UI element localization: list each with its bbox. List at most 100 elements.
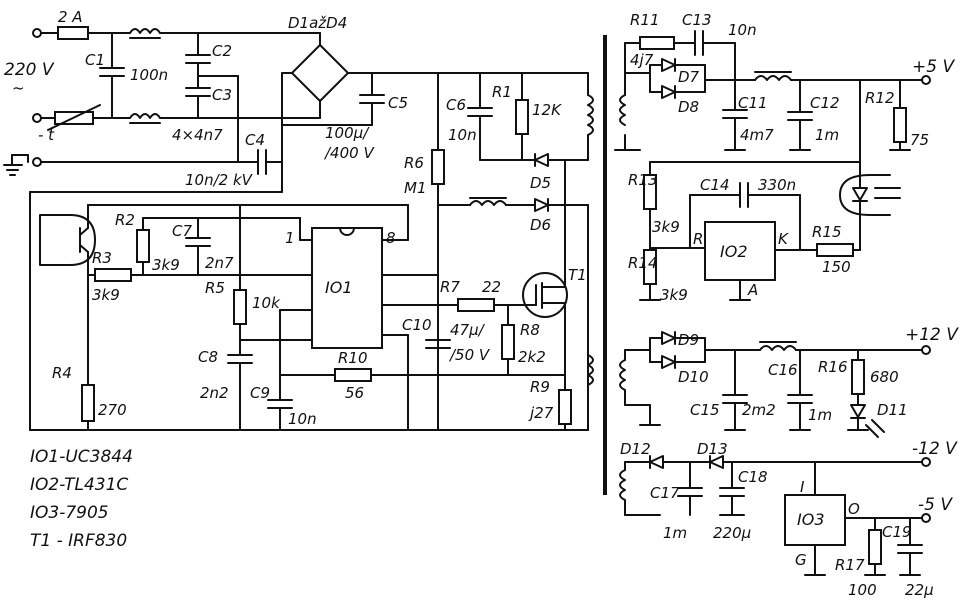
value-r11: 4j7 bbox=[630, 51, 654, 69]
label-c16: C16 bbox=[768, 361, 798, 379]
label-d9: D9 bbox=[678, 331, 699, 349]
label-c14: C14 bbox=[700, 176, 730, 194]
value-r8: 2k2 bbox=[518, 348, 546, 366]
label-c9: C9 bbox=[250, 384, 270, 402]
value-r12: 75 bbox=[910, 131, 929, 149]
output-5v-label: +5 V bbox=[912, 57, 955, 77]
label-r7: R7 bbox=[440, 278, 460, 296]
label-d5: D5 bbox=[530, 174, 551, 192]
label-c17: C17 bbox=[650, 484, 680, 502]
label-c15: C15 bbox=[690, 401, 720, 419]
value-r2: 3k9 bbox=[152, 256, 180, 274]
label-c4: C4 bbox=[245, 131, 265, 149]
label-c19: C19 bbox=[882, 523, 912, 541]
label-c13: C13 bbox=[682, 11, 712, 29]
label-t1: T1 bbox=[568, 266, 587, 284]
ic-io1 bbox=[311, 227, 383, 349]
label-r17: R17 bbox=[835, 556, 865, 574]
value-r6: M1 bbox=[404, 179, 427, 197]
value-c2c3: 4×4n7 bbox=[172, 126, 223, 144]
label-c3: C3 bbox=[212, 86, 232, 104]
value-c4: 10n/2 kV bbox=[185, 171, 254, 189]
pin-k: K bbox=[778, 230, 789, 248]
label-io1: IO1 bbox=[325, 278, 353, 297]
label-r3: R3 bbox=[92, 249, 112, 267]
optocoupler-receiver bbox=[39, 214, 96, 266]
pin-o: O bbox=[848, 500, 860, 518]
output-12v bbox=[619, 331, 931, 438]
legend-t1: T1 - IRF830 bbox=[30, 531, 127, 551]
pin-i: I bbox=[800, 478, 805, 496]
value-c16: 2m2 bbox=[742, 401, 776, 419]
label-r5: R5 bbox=[205, 279, 225, 297]
value-c11: 4m7 bbox=[740, 126, 774, 144]
value-c17: 1m bbox=[663, 524, 687, 542]
ic-io3 bbox=[784, 494, 846, 546]
label-r13: R13 bbox=[628, 171, 658, 189]
label-io2: IO2 bbox=[720, 242, 748, 261]
label-d12: D12 bbox=[620, 440, 651, 458]
label-r10: R10 bbox=[338, 349, 368, 367]
value-r4: 270 bbox=[98, 401, 127, 419]
output-5v bbox=[614, 30, 931, 301]
fuse-label: 2 A bbox=[58, 8, 83, 26]
value-r15: 150 bbox=[822, 258, 851, 276]
label-r15: R15 bbox=[812, 223, 842, 241]
value-c12: 1m bbox=[815, 126, 839, 144]
value-c7: 2n7 bbox=[205, 254, 234, 272]
label-r1: R1 bbox=[492, 83, 512, 101]
value-c5b: /400 V bbox=[323, 144, 375, 162]
value-c1: 100n bbox=[130, 66, 168, 84]
control-wiring bbox=[29, 35, 607, 495]
label-bridge: D1ažD4 bbox=[288, 14, 347, 32]
output-minus5v-label: -5 V bbox=[918, 495, 953, 515]
optocoupler-led bbox=[839, 174, 891, 216]
input-wiring bbox=[3, 26, 439, 193]
mains-label: 220 V bbox=[4, 60, 55, 80]
label-d11: D11 bbox=[877, 401, 908, 419]
pin-8: 8 bbox=[386, 229, 396, 247]
value-r16: 680 bbox=[870, 368, 899, 386]
label-d13: D13 bbox=[697, 440, 728, 458]
label-d10: D10 bbox=[678, 368, 709, 386]
label-r4: R4 bbox=[52, 364, 72, 382]
label-r11: R11 bbox=[630, 11, 660, 29]
label-d6: D6 bbox=[530, 216, 551, 234]
value-c10b: /50 V bbox=[448, 346, 491, 364]
mosfet-t1 bbox=[522, 272, 568, 318]
value-r5: 10k bbox=[252, 294, 281, 312]
value-r14: 3k9 bbox=[660, 286, 688, 304]
pin-g: G bbox=[795, 551, 807, 569]
pin-a: A bbox=[747, 281, 758, 299]
label-c7: C7 bbox=[172, 222, 192, 240]
output-minus12v-label: -12 V bbox=[912, 439, 958, 459]
label-c8: C8 bbox=[198, 348, 218, 366]
value-r10: 56 bbox=[345, 384, 364, 402]
value-c5a: 100μ/ bbox=[325, 124, 370, 142]
value-r17: 100 bbox=[848, 581, 877, 599]
label-r9: R9 bbox=[530, 378, 550, 396]
pin-1: 1 bbox=[285, 229, 295, 247]
value-c19: 22μ bbox=[905, 581, 934, 599]
value-c9: 10n bbox=[288, 410, 317, 428]
output-12v-label: +12 V bbox=[905, 325, 959, 345]
label-r12: R12 bbox=[865, 89, 895, 107]
value-r3: 3k9 bbox=[92, 286, 120, 304]
pin-r: R bbox=[693, 230, 703, 248]
label-c1: C1 bbox=[85, 51, 105, 69]
value-r13: 3k9 bbox=[652, 218, 680, 236]
legend-io3: IO3-7905 bbox=[30, 503, 109, 523]
label-c6: C6 bbox=[446, 96, 466, 114]
value-r7: 22 bbox=[482, 278, 501, 296]
legend-io2: IO2-TL431C bbox=[30, 475, 128, 495]
value-r1: 12K bbox=[532, 101, 562, 119]
value-c18: 220μ bbox=[713, 524, 751, 542]
value-c10a: 47μ/ bbox=[450, 321, 486, 339]
label-r14: R14 bbox=[628, 254, 658, 272]
value-r9: j27 bbox=[528, 404, 554, 422]
label-r16: R16 bbox=[818, 358, 848, 376]
label-c5: C5 bbox=[388, 94, 408, 112]
label-io3: IO3 bbox=[797, 510, 825, 529]
